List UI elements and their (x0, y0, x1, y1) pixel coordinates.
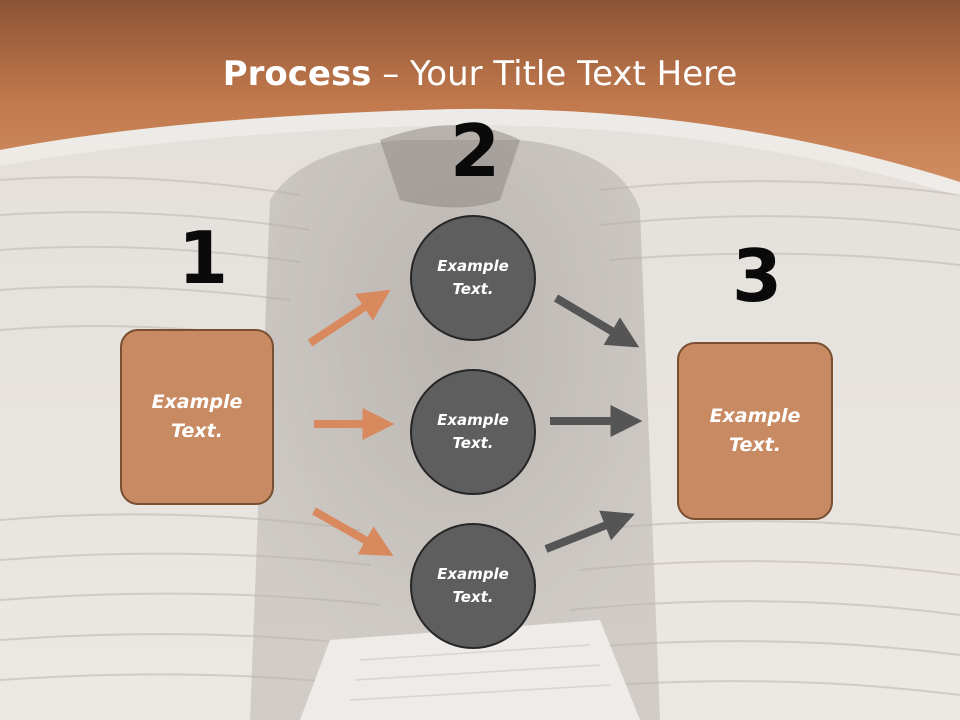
process-circle-middle: Example Text. (410, 369, 536, 495)
arrow-to-top-circle (307, 289, 391, 347)
process-circle-bottom: Example Text. (410, 523, 536, 649)
input-box: Example Text. (120, 329, 274, 505)
slide-title: Process – Your Title Text Here (0, 54, 960, 94)
step-number-2: 2 (450, 109, 501, 193)
step-number-3: 3 (732, 234, 783, 318)
title-rest-part: – Your Title Text Here (371, 54, 738, 94)
output-box: Example Text. (677, 342, 833, 520)
step-number-1: 1 (178, 216, 229, 300)
circle-text: Example Text. (437, 257, 509, 298)
header-band (0, 0, 960, 196)
process-circle-top: Example Text. (410, 215, 536, 341)
title-bold-part: Process (222, 54, 372, 94)
input-box-text: Example Text. (151, 391, 243, 442)
arrow-from-top-circle (553, 294, 640, 348)
output-box-text: Example Text. (709, 405, 801, 456)
arrow-from-bottom-circle (544, 510, 635, 553)
circle-text: Example Text. (437, 565, 509, 606)
arrow-to-bottom-circle (312, 507, 394, 557)
circle-text: Example Text. (437, 411, 509, 452)
